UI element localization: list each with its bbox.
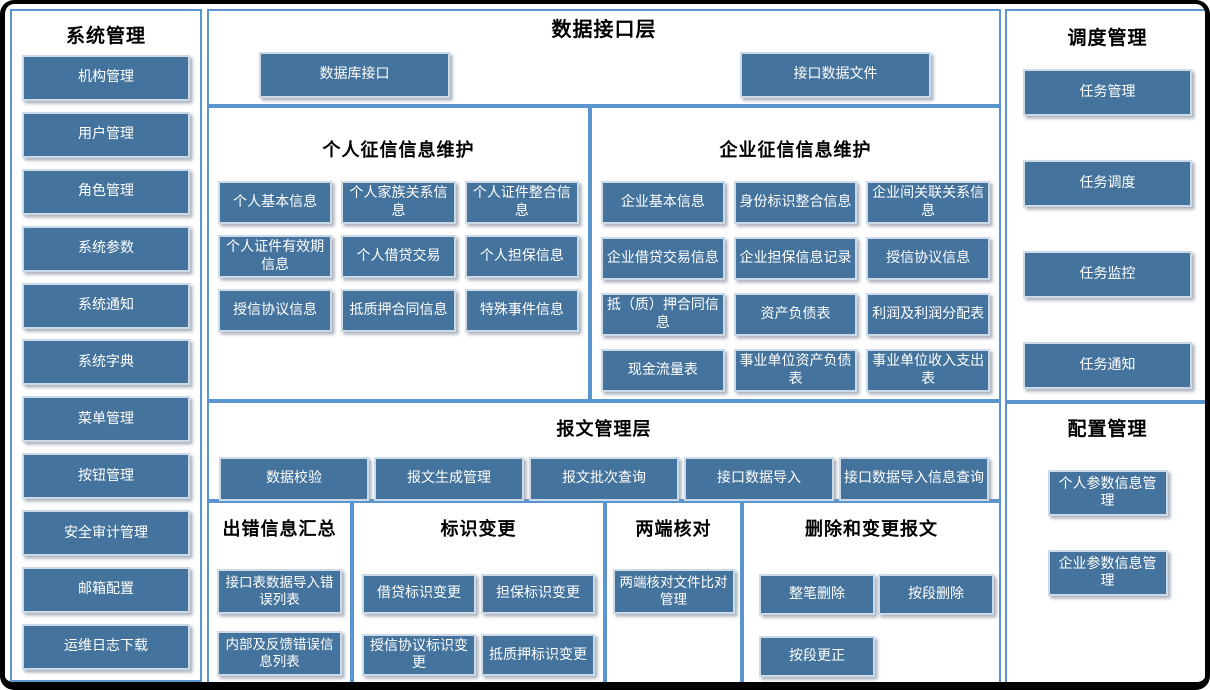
menu-management-button[interactable]: 菜单管理 [22,396,190,443]
personal-param-management-button[interactable]: 个人参数信息管理 [1047,470,1168,516]
ops-log-download-button[interactable]: 运维日志下载 [22,623,190,670]
guarantee-id-change-button[interactable]: 担保标识变更 [481,574,595,614]
id-change-buttons: 借贷标识变更 担保标识变更 授信协议标识变更 抵质押标识变更 [354,574,603,677]
enterprise-param-management-button[interactable]: 企业参数信息管理 [1047,550,1168,596]
database-interface-button[interactable]: 数据库接口 [259,52,450,98]
personal-pledge-contract-button[interactable]: 抵质押合同信息 [341,289,456,332]
id-change-title: 标识变更 [440,519,517,540]
task-scheduling-button[interactable]: 任务调度 [1023,160,1192,207]
enterprise-relation-button[interactable]: 企业间关联关系信息 [866,181,990,224]
config-title: 配置管理 [1067,418,1148,440]
delete-change-title: 删除和变更报文 [805,519,938,540]
import-error-list-button[interactable]: 接口表数据导入错误列表 [217,569,342,614]
system-button-list: 机构管理 用户管理 角色管理 系统参数 系统通知 系统字典 菜单管理 按钮管理 … [12,49,200,680]
system-dictionary-button[interactable]: 系统字典 [22,339,190,386]
personal-id-validity-button[interactable]: 个人证件有效期信息 [218,235,333,278]
data-interface-panel: 数据接口层 数据库接口 接口数据文件 [207,9,1001,106]
interface-data-import-button[interactable]: 接口数据导入 [684,457,834,501]
config-buttons: 个人参数信息管理 企业参数信息管理 [1007,442,1205,596]
enterprise-guarantee-record-button[interactable]: 企业担保信息记录 [733,237,858,280]
task-notification-button[interactable]: 任务通知 [1023,342,1192,389]
enterprise-credit-title: 企业征信信息维护 [719,140,872,161]
system-notice-button[interactable]: 系统通知 [22,282,190,329]
personal-credit-grid: 个人基本信息 个人家族关系信息 个人证件整合信息 个人证件有效期信息 个人借贷交… [209,181,588,332]
button-management-button[interactable]: 按钮管理 [22,453,190,500]
identity-integration-button[interactable]: 身份标识整合信息 [733,181,858,224]
two-end-check-panel: 两端核对 两端核对文件比对管理 [605,501,742,682]
error-summary-panel: 出错信息汇总 接口表数据导入错误列表 内部及反馈错误信息列表 [207,501,352,682]
correct-buttons-row: 按段更正 [744,636,999,677]
config-management-panel: 配置管理 个人参数信息管理 企业参数信息管理 [1005,402,1205,682]
interface-data-file-button[interactable]: 接口数据文件 [740,52,931,98]
personal-credit-panel: 个人征信信息维护 个人基本信息 个人家族关系信息 个人证件整合信息 个人证件有效… [207,106,590,401]
user-management-button[interactable]: 用户管理 [22,111,190,158]
message-generation-button[interactable]: 报文生成管理 [374,457,524,501]
schedule-management-panel: 调度管理 任务管理 任务调度 任务监控 任务通知 [1005,9,1205,402]
schedule-title: 调度管理 [1067,27,1148,49]
system-management-panel: 系统管理 机构管理 用户管理 角色管理 系统参数 系统通知 系统字典 菜单管理 … [10,9,202,682]
enterprise-pledge-contract-button[interactable]: 抵（质）押合同信息 [601,293,725,336]
enterprise-basic-info-button[interactable]: 企业基本信息 [601,181,725,224]
enterprise-credit-agreement-button[interactable]: 授信协议信息 [866,237,990,280]
personal-basic-info-button[interactable]: 个人基本信息 [218,181,333,224]
two-end-check-title: 两端核对 [635,519,712,540]
message-management-title: 报文管理层 [556,419,652,440]
org-management-button[interactable]: 机构管理 [22,55,190,101]
personal-special-event-button[interactable]: 特殊事件信息 [464,289,579,332]
segment-correct-button[interactable]: 按段更正 [759,636,875,677]
message-batch-query-button[interactable]: 报文批次查询 [529,457,679,501]
message-buttons: 数据校验 报文生成管理 报文批次查询 接口数据导入 接口数据导入信息查询 [209,457,999,501]
schedule-buttons: 任务管理 任务调度 任务监控 任务通知 [1007,51,1205,389]
segment-delete-button[interactable]: 按段删除 [878,574,994,615]
personal-id-integration-button[interactable]: 个人证件整合信息 [464,181,579,224]
task-management-button[interactable]: 任务管理 [1023,69,1192,116]
system-params-button[interactable]: 系统参数 [22,225,190,272]
data-interface-buttons: 数据库接口 接口数据文件 [209,43,999,98]
institution-income-expense-button[interactable]: 事业单位收入支出表 [866,349,990,392]
whole-record-delete-button[interactable]: 整笔删除 [759,574,875,615]
personal-guarantee-info-button[interactable]: 个人担保信息 [464,235,579,278]
message-management-panel: 报文管理层 数据校验 报文生成管理 报文批次查询 接口数据导入 接口数据导入信息… [207,401,1001,501]
cash-flow-button[interactable]: 现金流量表 [601,349,725,392]
enterprise-loan-trade-button[interactable]: 企业借贷交易信息 [601,237,725,280]
delete-change-panel: 删除和变更报文 整笔删除 按段删除 按段更正 [742,501,1001,682]
personal-loan-trade-button[interactable]: 个人借贷交易 [341,235,456,278]
personal-credit-title: 个人征信信息维护 [322,140,475,161]
two-end-check-buttons: 两端核对文件比对管理 [607,569,740,614]
role-management-button[interactable]: 角色管理 [22,168,190,215]
feedback-error-list-button[interactable]: 内部及反馈错误信息列表 [217,631,342,676]
mailbox-config-button[interactable]: 邮箱配置 [22,567,190,614]
pledge-id-change-button[interactable]: 抵质押标识变更 [481,634,595,677]
error-buttons: 接口表数据导入错误列表 内部及反馈错误信息列表 [209,569,350,676]
profit-distribution-button[interactable]: 利润及利润分配表 [866,293,990,336]
enterprise-credit-panel: 企业征信信息维护 企业基本信息 身份标识整合信息 企业间关联关系信息 企业借贷交… [590,106,1001,401]
error-summary-title: 出错信息汇总 [222,519,337,540]
personal-credit-agreement-button[interactable]: 授信协议信息 [218,289,333,332]
data-interface-title: 数据接口层 [551,17,657,41]
file-compare-management-button[interactable]: 两端核对文件比对管理 [612,569,735,614]
personal-family-relation-button[interactable]: 个人家族关系信息 [341,181,456,224]
id-change-panel: 标识变更 借贷标识变更 担保标识变更 授信协议标识变更 抵质押标识变更 [352,501,605,682]
balance-sheet-button[interactable]: 资产负债表 [733,293,858,336]
system-panel-title: 系统管理 [65,25,146,47]
loan-id-change-button[interactable]: 借贷标识变更 [362,574,476,614]
import-info-query-button[interactable]: 接口数据导入信息查询 [839,457,989,501]
security-audit-button[interactable]: 安全审计管理 [22,510,190,557]
enterprise-credit-grid: 企业基本信息 身份标识整合信息 企业间关联关系信息 企业借贷交易信息 企业担保信… [592,181,999,392]
credit-agreement-id-change-button[interactable]: 授信协议标识变更 [362,634,476,677]
delete-buttons-row: 整笔删除 按段删除 [744,574,999,615]
data-validation-button[interactable]: 数据校验 [219,457,369,501]
institution-balance-sheet-button[interactable]: 事业单位资产负债表 [733,349,858,392]
task-monitoring-button[interactable]: 任务监控 [1023,251,1192,298]
